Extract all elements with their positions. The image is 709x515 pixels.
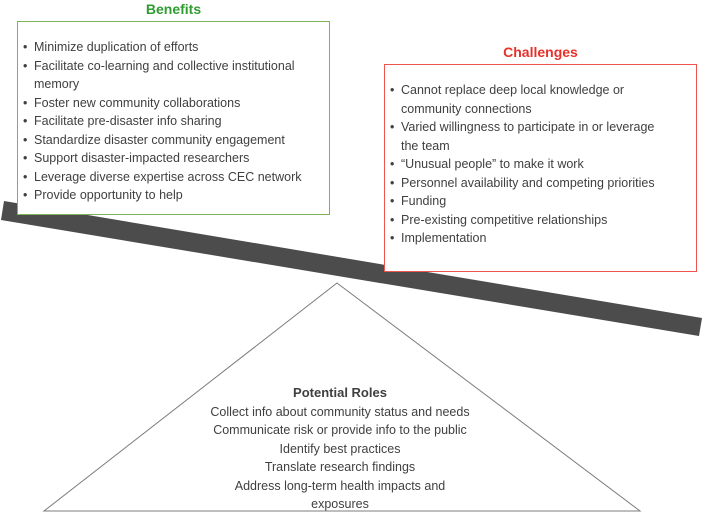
benefits-item: • Provide opportunity to help	[23, 186, 326, 205]
potential-role-line: Identify best practices	[279, 441, 401, 456]
bullet-icon: •	[390, 194, 395, 208]
challenges-item-text: Implementation	[401, 231, 487, 245]
challenges-title: Challenges	[503, 44, 578, 60]
challenges-item: • Cannot replace deep local knowledge or …	[390, 81, 693, 118]
bullet-icon: •	[390, 212, 395, 227]
challenges-list: • Cannot replace deep local knowledge or …	[385, 65, 696, 248]
benefits-item: • Foster new community collaborations	[23, 94, 326, 113]
potential-roles-lines: Collect info about community status and …	[160, 403, 520, 514]
bullet-icon: •	[390, 83, 395, 97]
benefits-item: • Facilitate pre-disaster info sharing	[23, 112, 326, 131]
challenges-item: • Funding	[390, 192, 693, 211]
potential-roles: Potential Roles Collect info about commu…	[160, 384, 520, 514]
bullet-icon: •	[23, 132, 28, 147]
bullet-icon: •	[23, 40, 28, 54]
challenges-item-text: Cannot replace deep local knowledge or c…	[401, 83, 625, 116]
bullet-icon: •	[23, 58, 28, 73]
challenges-item: • Varied willingness to participate in or…	[390, 118, 693, 155]
benefits-item-text: Facilitate co-learning and collective in…	[34, 58, 295, 92]
bullet-icon: •	[23, 169, 28, 184]
bullet-icon: •	[23, 188, 28, 202]
seesaw-bar	[1, 201, 702, 336]
potential-roles-title: Potential Roles	[293, 385, 387, 400]
challenges-item: • Implementation	[390, 229, 693, 248]
benefits-item-text: Support disaster-impacted researchers	[34, 151, 250, 165]
bullet-icon: •	[390, 175, 395, 190]
benefits-item: • Support disaster-impacted researchers	[23, 149, 326, 168]
challenges-item-text: Pre-existing competitive relationships	[401, 212, 608, 227]
bullet-icon: •	[390, 231, 395, 245]
bullet-icon: •	[23, 151, 28, 165]
bullet-icon: •	[390, 120, 395, 134]
benefits-box: • Minimize duplication of efforts • Facilit…	[17, 21, 330, 215]
benefits-title: Benefits	[145, 1, 202, 17]
challenges-item-text: Varied willingness to participate in or …	[401, 120, 655, 153]
benefits-list: • Minimize duplication of efforts • Facilit…	[18, 22, 329, 205]
benefits-item-text: Facilitate pre-disaster info sharing	[34, 114, 222, 128]
challenges-item-text: Funding	[401, 194, 447, 208]
challenges-item: • Personnel availability and competing pr…	[390, 174, 693, 193]
challenges-item: • “Unusual people” to make it work	[390, 155, 693, 174]
benefits-item: • Standardize disaster community engageme…	[23, 131, 326, 150]
bullet-icon: •	[390, 157, 395, 171]
potential-role-line: Communicate risk or provide info to the …	[213, 423, 467, 437]
potential-role-line: Collect info about community status and …	[210, 404, 470, 419]
benefits-item: • Facilitate co-learning and collective i…	[23, 57, 326, 94]
bullet-icon: •	[23, 95, 28, 110]
benefits-item-text: Standardize disaster community engagemen…	[34, 132, 285, 147]
potential-role-line: Translate research findings	[264, 460, 416, 474]
benefits-item-text: Provide opportunity to help	[34, 188, 183, 202]
challenges-item-text: Personnel availability and competing pri…	[401, 175, 655, 190]
challenges-item-text: “Unusual people” to make it work	[401, 157, 584, 171]
bullet-icon: •	[23, 114, 28, 128]
benefits-item-text: Leverage diverse expertise across CEC ne…	[34, 169, 302, 184]
challenges-item: • Pre-existing competitive relationships	[390, 211, 693, 230]
challenges-box: • Cannot replace deep local knowledge or …	[384, 64, 697, 272]
fulcrum-triangle	[42, 282, 642, 512]
benefits-item: • Leverage diverse expertise across CEC n…	[23, 168, 326, 187]
benefits-item: • Minimize duplication of efforts	[23, 38, 326, 57]
potential-role-line: Address long-term health impacts and exp…	[234, 478, 446, 512]
benefits-item-text: Foster new community collaborations	[34, 95, 241, 110]
benefits-item-text: Minimize duplication of efforts	[34, 40, 199, 54]
